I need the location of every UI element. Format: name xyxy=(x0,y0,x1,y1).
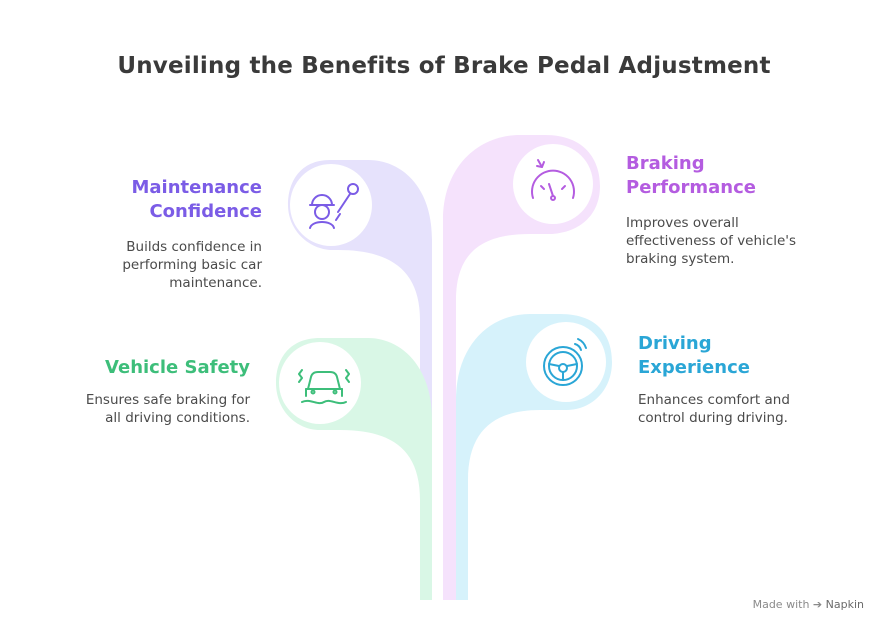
footer-brand: Napkin xyxy=(825,598,864,611)
napkin-logo-icon: ➔ xyxy=(812,598,823,611)
footer-prefix: Made with xyxy=(752,598,810,611)
maintenance-description: Builds confidence in performing basic ca… xyxy=(122,239,262,291)
braking-icon-circle xyxy=(513,144,593,224)
braking-description: Improves overall effectiveness of vehicl… xyxy=(626,215,797,267)
driving-heading: Driving Experience xyxy=(638,333,750,378)
gauge-icon xyxy=(531,159,575,201)
mechanic-wrench-icon xyxy=(309,183,359,229)
car-skid-icon xyxy=(298,369,350,405)
page-title: Unveiling the Benefits of Brake Pedal Ad… xyxy=(117,53,771,79)
safety-description: Ensures safe braking for all driving con… xyxy=(85,392,250,426)
footer-credit[interactable]: Made with ➔ Napkin xyxy=(753,598,864,611)
driving-description: Enhances comfort and control during driv… xyxy=(638,392,790,426)
maintenance-heading: Maintenance Confidence xyxy=(131,177,262,222)
braking-heading: Braking Performance xyxy=(626,153,756,198)
safety-icon-circle xyxy=(279,342,361,424)
steering-wheel-icon xyxy=(543,338,587,386)
driving-icon-circle xyxy=(526,322,606,402)
safety-heading: Vehicle Safety xyxy=(105,357,250,378)
